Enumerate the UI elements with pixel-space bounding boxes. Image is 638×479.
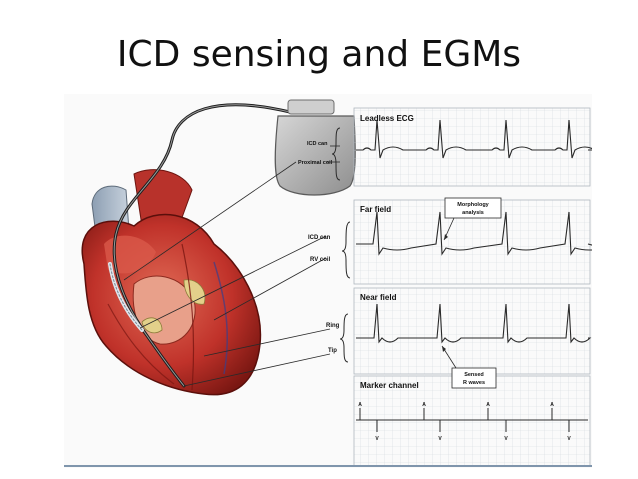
atrial-marker-label-1: A — [358, 402, 362, 408]
morphology-callout: Morphology analysis — [443, 197, 502, 241]
rv-coil-label: RV coil — [310, 257, 331, 263]
icd-can-device: ICD can Proximal coil — [274, 99, 356, 196]
panel-leadless-ecg — [353, 107, 591, 187]
proximal-coil-label: Proximal coil — [298, 160, 333, 166]
channel-brackets — [331, 127, 351, 363]
ring-label: Ring — [326, 323, 340, 329]
lead-labels: ICD can RV coil Ring Tip — [308, 235, 340, 354]
panel-near-field-trace — [356, 303, 592, 344]
can-label-on-device: ICD can — [307, 141, 328, 147]
panel-title-marker-channel: Marker channel — [360, 381, 419, 390]
panel-near-field — [353, 287, 591, 375]
egm-panels: A A A A V V V V — [353, 107, 592, 467]
leader-lines — [123, 145, 340, 387]
panel-marker-channel — [353, 375, 591, 467]
ventricular-marker-label-3: V — [504, 436, 508, 442]
tip-label: Tip — [328, 348, 337, 354]
slide-title: ICD sensing and EGMs — [116, 34, 522, 75]
sensed-line-1: Sensed — [464, 372, 484, 378]
panel-leadless-ecg-trace — [356, 119, 592, 159]
panel-title-leadless-ecg: Leadless ECG — [360, 114, 414, 123]
atrial-marker-label-4: A — [550, 402, 554, 408]
slide-footer-rule — [64, 465, 592, 467]
sensed-r-waves-callout: Sensed R waves — [441, 345, 497, 389]
icd-can-label: ICD can — [308, 235, 331, 241]
panel-far-field-trace — [356, 211, 592, 256]
morphology-line-2: analysis — [462, 210, 484, 216]
icd-lead-wires — [108, 103, 292, 388]
panel-title-far-field: Far field — [360, 205, 391, 214]
ventricular-marker-label-1: V — [375, 436, 379, 442]
sensed-line-2: R waves — [463, 380, 485, 386]
atrial-marker-label-3: A — [486, 402, 490, 408]
heart-illustration — [81, 169, 262, 396]
icd-diagram-figure: ICD can Proximal coil ICD can RV coil Ri… — [64, 94, 592, 468]
ventricular-marker-label-4: V — [567, 436, 571, 442]
morphology-line-1: Morphology — [457, 202, 489, 208]
atrial-marker-label-2: A — [422, 402, 426, 408]
ventricular-marker-label-2: V — [438, 436, 442, 442]
panel-title-near-field: Near field — [360, 293, 397, 302]
